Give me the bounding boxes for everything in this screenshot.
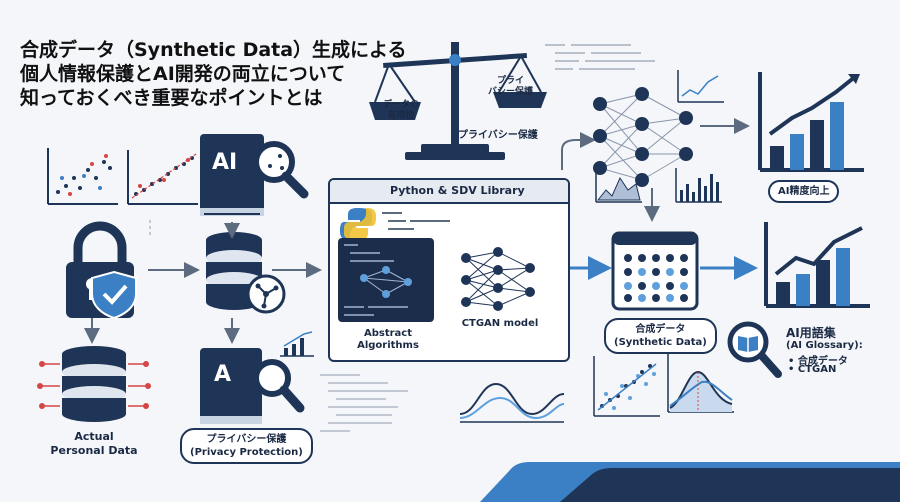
mini-bar-chart-icon [675, 168, 722, 203]
scale-caption: プライバシー保護 [458, 130, 538, 141]
glossary-item-2: • CTGAN [788, 364, 837, 375]
scatter-trend-icon [127, 150, 198, 205]
mini-trend-chart-icon [280, 331, 314, 357]
ctgan-network-icon [461, 247, 535, 311]
python-logo-icon [340, 208, 376, 240]
wave-chart-icon [459, 382, 565, 423]
ai-book-icon [200, 134, 309, 216]
title-line-2: 個人情報保護とAI開発の両立について [20, 63, 346, 85]
synthetic-data-grid-icon [611, 231, 699, 311]
accuracy-bar-chart-icon [758, 72, 864, 172]
library-panel-title: Python & SDV Library [390, 184, 525, 197]
balance-scale-icon [369, 42, 547, 160]
privacy-book-icon [200, 348, 305, 424]
glossary-item-1: • 合成データ [788, 356, 848, 367]
code-snippet-decor-2 [320, 374, 408, 432]
growth-chart-icon [764, 222, 870, 308]
lock-shield-icon [66, 221, 137, 320]
ai-book-text: AI [212, 150, 238, 175]
library-panel-header [330, 180, 568, 204]
privacy-protection-pill: プライバシー保護 (Privacy Protection) [180, 428, 313, 464]
actual-data-database-icon [37, 346, 151, 422]
accuracy-pill: AI精度向上 [768, 180, 840, 203]
density-curve-icon [667, 352, 734, 413]
ctgan-model-label: CTGAN model [461, 318, 539, 329]
library-panel: Python & SDV Library Abstract Algorithms… [328, 178, 570, 362]
scatter-density-icon [593, 356, 660, 417]
privacy-book-text: A [214, 362, 232, 387]
glossary-subtitle: (AI Glossary): [786, 340, 863, 351]
title-line-1: 合成データ（Synthetic Data）生成による [20, 39, 407, 61]
abstract-algorithms-label: Abstract Algorithms [357, 328, 419, 351]
glossary-title: AI用語集 [786, 326, 836, 340]
mini-area-chart-icon [595, 170, 642, 203]
glossary-magnifier-icon [727, 321, 782, 378]
scatter-plot-icon [47, 148, 118, 205]
title-line-3: 知っておくべき重要なポイントとは [20, 87, 323, 109]
algorithm-code-block [338, 238, 434, 322]
code-lines-decor [382, 212, 450, 230]
actual-data-label: Actual Personal Data [50, 430, 138, 457]
code-snippet-decor [545, 44, 655, 70]
scale-left-label: データの 有用性 [383, 100, 420, 121]
mini-line-chart-icon [677, 70, 724, 103]
database-network-icon [206, 232, 286, 314]
footer-band-decor [480, 462, 900, 502]
neural-network-icon [593, 87, 693, 187]
scale-right-label: プライ バシー保護 [488, 76, 534, 97]
synthetic-data-pill: 合成データ (Synthetic Data) [604, 318, 717, 354]
